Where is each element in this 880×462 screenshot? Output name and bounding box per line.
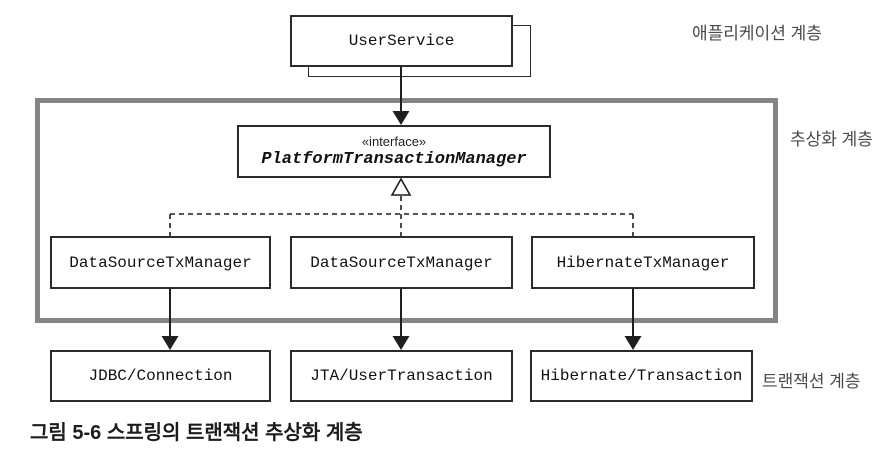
abstraction-layer-label: 추상화 계층 — [790, 130, 873, 149]
jdbc-connection-label: JDBC/Connection — [88, 367, 233, 385]
jdbc-connection-box: JDBC/Connection — [50, 350, 271, 402]
figure-caption: 그림 5-6 스프링의 트랜잭션 추상화 계층 — [30, 422, 363, 444]
user-service-label: UserService — [348, 32, 455, 50]
datasource-tx-manager-box-1: DataSourceTxManager — [50, 236, 271, 289]
transaction-layer-label: 트랜잭션 계층 — [762, 372, 861, 391]
jta-user-transaction-label: JTA/UserTransaction — [310, 367, 493, 385]
hibernate-tx-manager-box: HibernateTxManager — [531, 236, 755, 289]
hibernate-transaction-label: Hibernate/Transaction — [540, 367, 743, 385]
abstraction-layer-container — [35, 98, 778, 323]
datasource-tx-manager-label-2: DataSourceTxManager — [310, 253, 493, 272]
interface-name-label: PlatformTransactionManager — [261, 149, 527, 169]
application-layer-label: 애플리케이션 계층 — [692, 24, 822, 43]
datasource-tx-manager-box-2: DataSourceTxManager — [290, 236, 513, 289]
datasource-tx-manager-label-1: DataSourceTxManager — [69, 253, 252, 272]
hibernate-transaction-box: Hibernate/Transaction — [530, 350, 753, 402]
user-service-box: UserService — [290, 15, 513, 67]
interface-stereotype-label: «interface» — [361, 133, 427, 149]
hibernate-tx-manager-label: HibernateTxManager — [556, 253, 730, 272]
jta-user-transaction-box: JTA/UserTransaction — [290, 350, 513, 402]
platform-transaction-manager-box: «interface» PlatformTransactionManager — [237, 125, 551, 178]
